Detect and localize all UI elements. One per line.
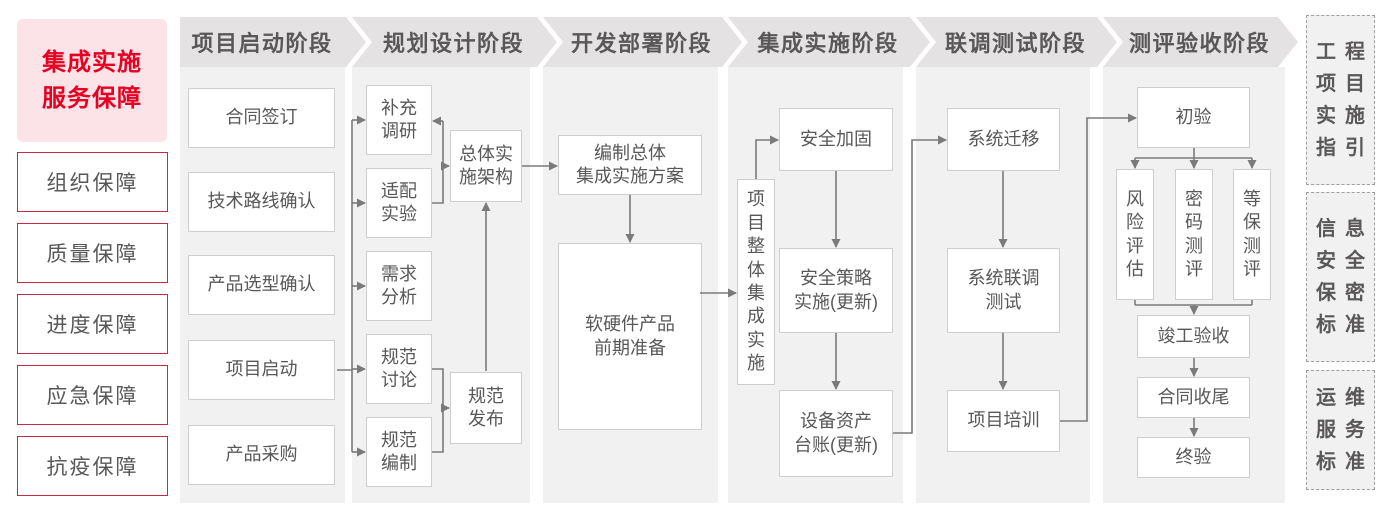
phase-header-integration-implementation: 集成实施阶段 xyxy=(728,17,930,67)
classified-protection-evaluation-box: 等 保 测 评 xyxy=(1233,169,1271,300)
system-joint-debug-test-box: 系统联调 测试 xyxy=(947,248,1060,333)
project-training-box: 项目培训 xyxy=(947,390,1060,452)
requirement-analysis-box: 需求 分析 xyxy=(366,251,432,321)
info-security-confidentiality-standard-box: 信息 安全 保密 标准 xyxy=(1306,192,1375,362)
org-guarantee-box: 组织保障 xyxy=(17,152,168,212)
security-hardening-box: 安全加固 xyxy=(779,108,893,171)
integration-service-guarantee-header: 集成实施 服务保障 xyxy=(17,19,167,142)
overall-project-integration-box: 项 目 整 体 集 成 实 施 xyxy=(737,179,775,385)
risk-assessment-box: 风 险 评 估 xyxy=(1116,169,1154,300)
completion-acceptance-box: 竣工验收 xyxy=(1137,315,1250,358)
supplementary-research-box: 补充 调研 xyxy=(366,85,432,155)
final-acceptance-box: 终验 xyxy=(1137,437,1250,478)
ops-service-standard-label: 运维 服务 标准 xyxy=(1316,387,1374,473)
system-migration-box: 系统迁移 xyxy=(947,108,1060,171)
ops-service-standard-box: 运维 服务 标准 xyxy=(1306,370,1375,490)
tech-route-confirm-box: 技术路线确认 xyxy=(188,172,335,232)
product-procurement-box: 产品采购 xyxy=(188,425,335,485)
equipment-asset-ledger-box: 设备资产 台账(更新) xyxy=(779,390,893,477)
phase-header-develop-deploy: 开发部署阶段 xyxy=(543,17,742,67)
contract-signing-box: 合同签订 xyxy=(188,88,335,148)
crypto-evaluation-box: 密 码 测 评 xyxy=(1175,169,1213,300)
spec-release-box: 规范 发布 xyxy=(450,372,522,444)
epidemic-guarantee-box: 抗疫保障 xyxy=(17,436,168,496)
phase-header-project-initiation: 项目启动阶段 xyxy=(180,17,366,67)
adaptation-test-box: 适配 实验 xyxy=(366,168,432,238)
spec-drafting-box: 规范 编制 xyxy=(366,417,432,487)
overall-implementation-architecture-box: 总体实 施架构 xyxy=(450,130,522,202)
hw-sw-product-preparation-box: 软硬件产品 前期准备 xyxy=(558,243,702,430)
schedule-guarantee-box: 进度保障 xyxy=(17,294,168,354)
project-implementation-guide-box: 工程 项目 实施 指引 xyxy=(1306,15,1375,185)
quality-guarantee-box: 质量保障 xyxy=(17,223,168,283)
project-implementation-guide-label: 工程 项目 实施 指引 xyxy=(1316,41,1374,159)
contract-closure-box: 合同收尾 xyxy=(1137,377,1250,418)
spec-discussion-box: 规范 讨论 xyxy=(366,334,432,404)
security-policy-implementation-box: 安全策略 实施(更新) xyxy=(779,248,893,333)
compile-overall-integration-plan-box: 编制总体 集成实施方案 xyxy=(558,135,702,195)
info-security-confidentiality-standard-label: 信息 安全 保密 标准 xyxy=(1316,218,1374,336)
product-selection-confirm-box: 产品选型确认 xyxy=(188,255,335,315)
preliminary-acceptance-box: 初验 xyxy=(1137,87,1250,148)
project-kickoff-box: 项目启动 xyxy=(188,340,335,400)
phase-header-evaluation-acceptance: 测评验收阶段 xyxy=(1103,17,1298,67)
phase-header-joint-debug-test: 联调测试阶段 xyxy=(916,17,1117,67)
phase-header-planning-design: 规划设计阶段 xyxy=(352,17,557,67)
emergency-guarantee-box: 应急保障 xyxy=(17,365,168,425)
